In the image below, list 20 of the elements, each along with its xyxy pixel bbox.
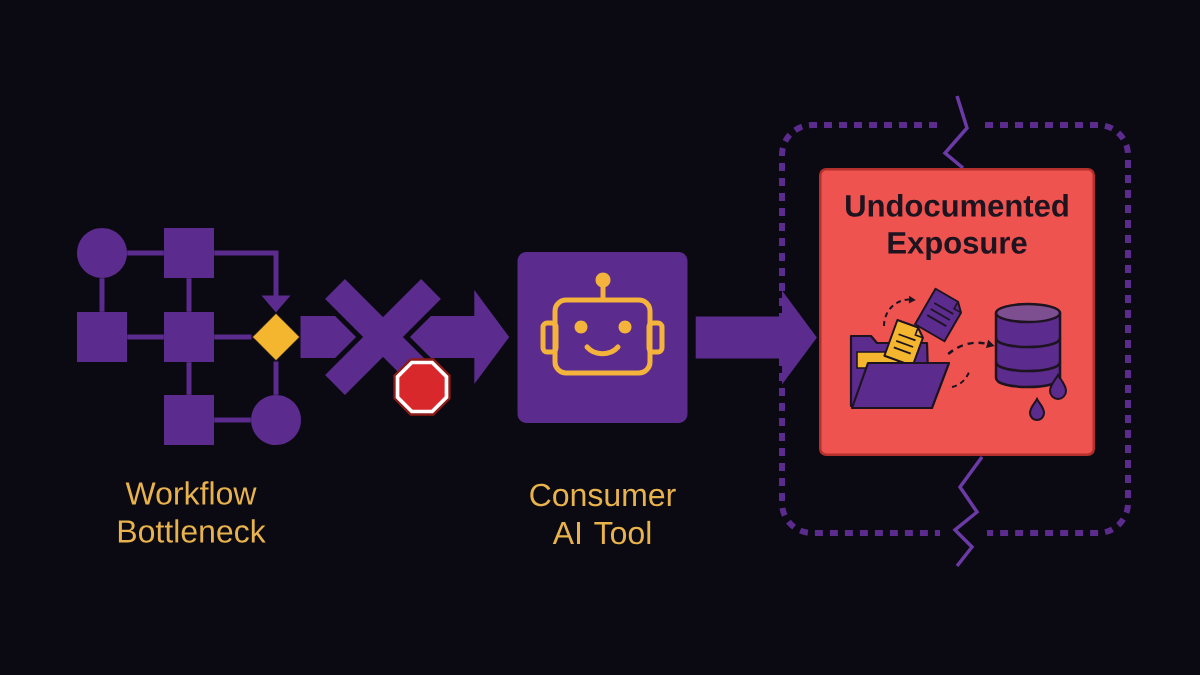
flowchart-square xyxy=(164,228,214,278)
connector-line xyxy=(214,417,251,423)
flowchart-square xyxy=(77,312,127,362)
database-cylinder xyxy=(994,302,1062,389)
flowchart-circle xyxy=(251,395,301,445)
connector-line xyxy=(273,361,279,395)
connector-line xyxy=(99,278,105,312)
connector-line xyxy=(214,334,252,340)
flowchart-square xyxy=(164,312,214,362)
connector-line xyxy=(127,334,164,340)
caption: Workflow Bottleneck xyxy=(118,481,266,543)
decision-diamond xyxy=(251,312,301,362)
connector-line xyxy=(127,250,164,256)
flowchart-square xyxy=(164,395,214,445)
connector-line xyxy=(186,362,192,395)
dashed-boundary xyxy=(779,122,1131,536)
node-label: Consumer AI Tool xyxy=(530,483,676,545)
flowchart-circle xyxy=(77,228,127,278)
folder-picture xyxy=(849,287,970,410)
connector-line xyxy=(186,278,192,312)
